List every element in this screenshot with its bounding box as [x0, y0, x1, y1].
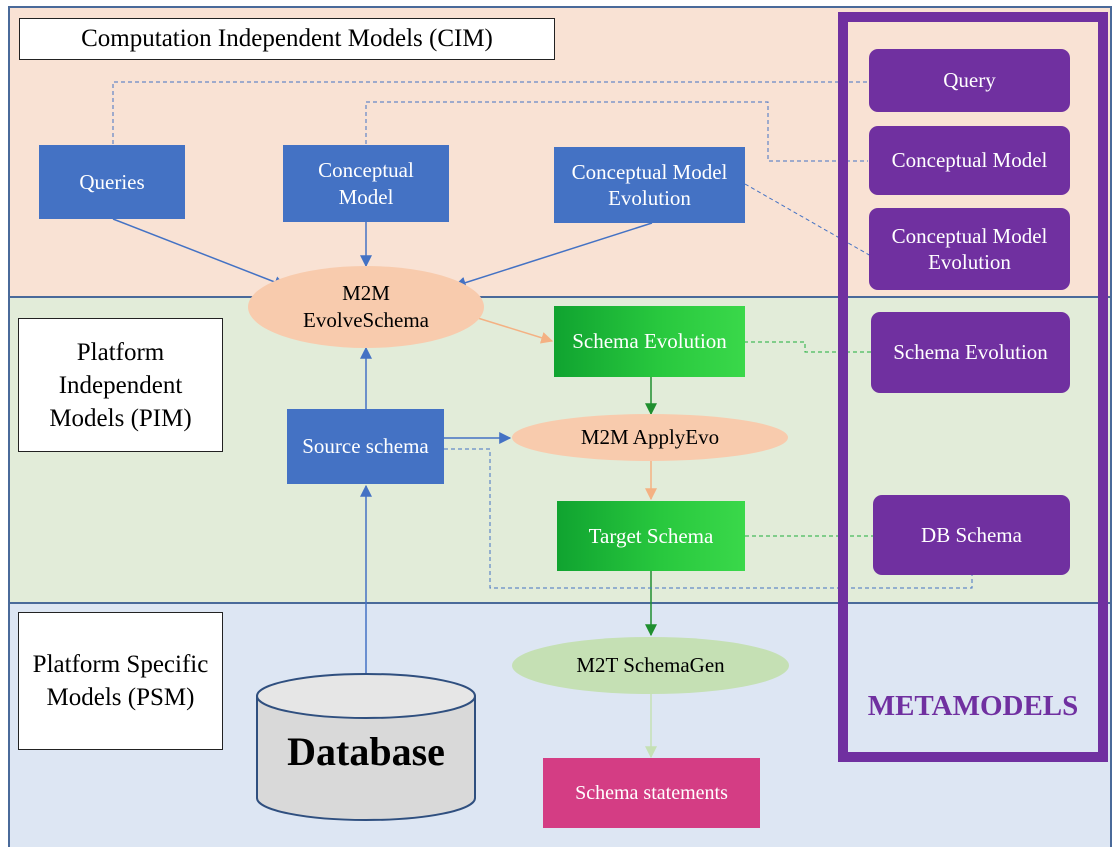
- link-conceptual-model-metamodel: [365, 101, 868, 162]
- link-schema-evolution-metamodel: [744, 341, 871, 353]
- conceptual-model-evolution-box: Conceptual Model Evolution: [554, 147, 745, 223]
- arrow-queries-to-evolveschema: [112, 218, 287, 288]
- database-label: Database: [287, 729, 445, 774]
- database-cylinder: [256, 673, 476, 821]
- m2m-applyevo: M2M ApplyEvo: [512, 414, 788, 461]
- metamodel-conceptual-model: Conceptual Model: [869, 126, 1070, 195]
- link-queries-query-metamodel: [112, 81, 868, 144]
- arrow-cm-evolution-to-evolveschema: [453, 222, 653, 289]
- metamodel-query: Query: [869, 49, 1070, 112]
- m2t-schemagen: M2T SchemaGen: [512, 637, 789, 694]
- metamodel-conceptual-model-evolution: Conceptual Model Evolution: [869, 208, 1070, 290]
- queries-box: Queries: [39, 145, 185, 219]
- psm-layer-label: Platform Specific Models (PSM): [18, 612, 223, 750]
- m2m-evolveschema: M2M EvolveSchema: [248, 266, 484, 348]
- link-source-schema-metamodel: [444, 448, 973, 589]
- link-cm-evolution-metamodel: [744, 183, 872, 257]
- source-schema-box: Source schema: [287, 409, 444, 484]
- target-schema-box: Target Schema: [557, 501, 745, 571]
- schema-evolution-box: Schema Evolution: [554, 306, 745, 377]
- pim-layer-label: Platform Independent Models (PIM): [18, 318, 223, 452]
- metamodel-schema-evolution: Schema Evolution: [871, 312, 1070, 393]
- metamodel-db-schema: DB Schema: [873, 495, 1070, 575]
- metamodels-title: METAMODELS: [867, 690, 1079, 722]
- schema-statements-box: Schema statements: [543, 758, 760, 828]
- cim-layer-label: Computation Independent Models (CIM): [19, 18, 555, 60]
- conceptual-model-box: Conceptual Model: [283, 145, 449, 222]
- metamodels-frame: [838, 12, 1108, 762]
